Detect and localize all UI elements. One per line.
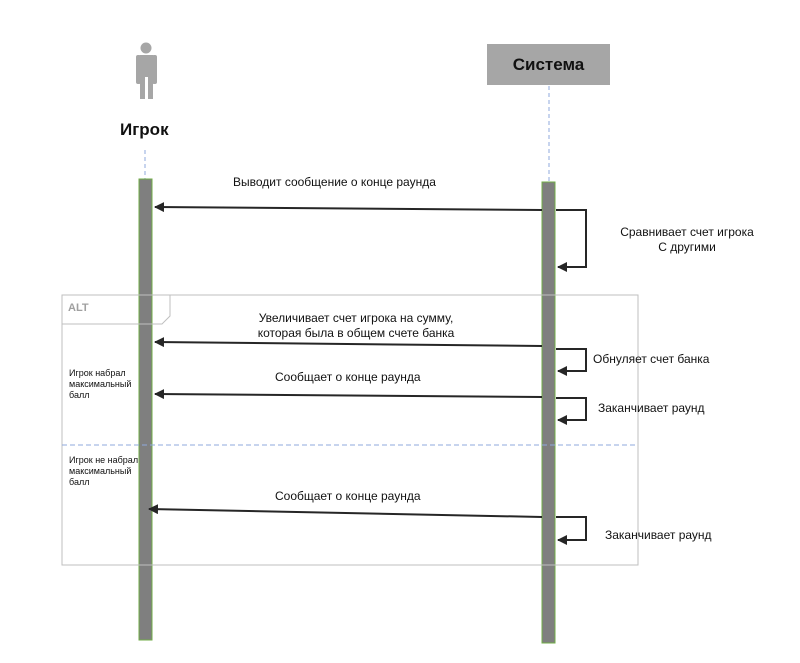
message-label-3: Увеличивает счет игрока на сумму, котора… xyxy=(257,311,455,340)
message-arrow-3 xyxy=(154,337,543,348)
message-label-1: Выводит сообщение о конце раунда xyxy=(233,175,436,189)
message-label-8: Заканчивает раунд xyxy=(605,528,712,542)
alt-guard-2: Игрок не набрал максимальный балл xyxy=(69,455,139,487)
message-label-7: Сообщает о конце раунда xyxy=(275,489,421,503)
alt-frame xyxy=(61,294,639,566)
self-message-arrow-6 xyxy=(556,397,587,425)
system-actor-box: Система xyxy=(487,44,610,85)
player-name: Игрок xyxy=(120,120,169,139)
alt-frame-tag-box xyxy=(62,294,171,325)
message-label-2: Сравнивает счет игрока С другими xyxy=(620,225,754,254)
self-message-arrow-2 xyxy=(556,209,587,272)
player-activation-bar xyxy=(138,178,153,641)
message-label-4: Обнуляет счет банка xyxy=(593,352,710,366)
alt-operator-label: ALT xyxy=(68,302,89,314)
message-arrow-1 xyxy=(154,202,543,213)
message-label-6: Заканчивает раунд xyxy=(598,401,705,415)
message-label-5: Сообщает о конце раунда xyxy=(275,370,421,384)
self-message-arrow-4 xyxy=(556,348,587,376)
system-name: Система xyxy=(512,54,585,74)
alt-guard-1: Игрок набрал максимальный балл xyxy=(69,368,132,400)
self-message-arrow-8 xyxy=(556,516,587,545)
system-activation-bar xyxy=(541,181,556,644)
player-actor-icon xyxy=(136,42,157,99)
message-arrow-5 xyxy=(154,389,543,400)
message-arrow-7 xyxy=(148,504,543,518)
